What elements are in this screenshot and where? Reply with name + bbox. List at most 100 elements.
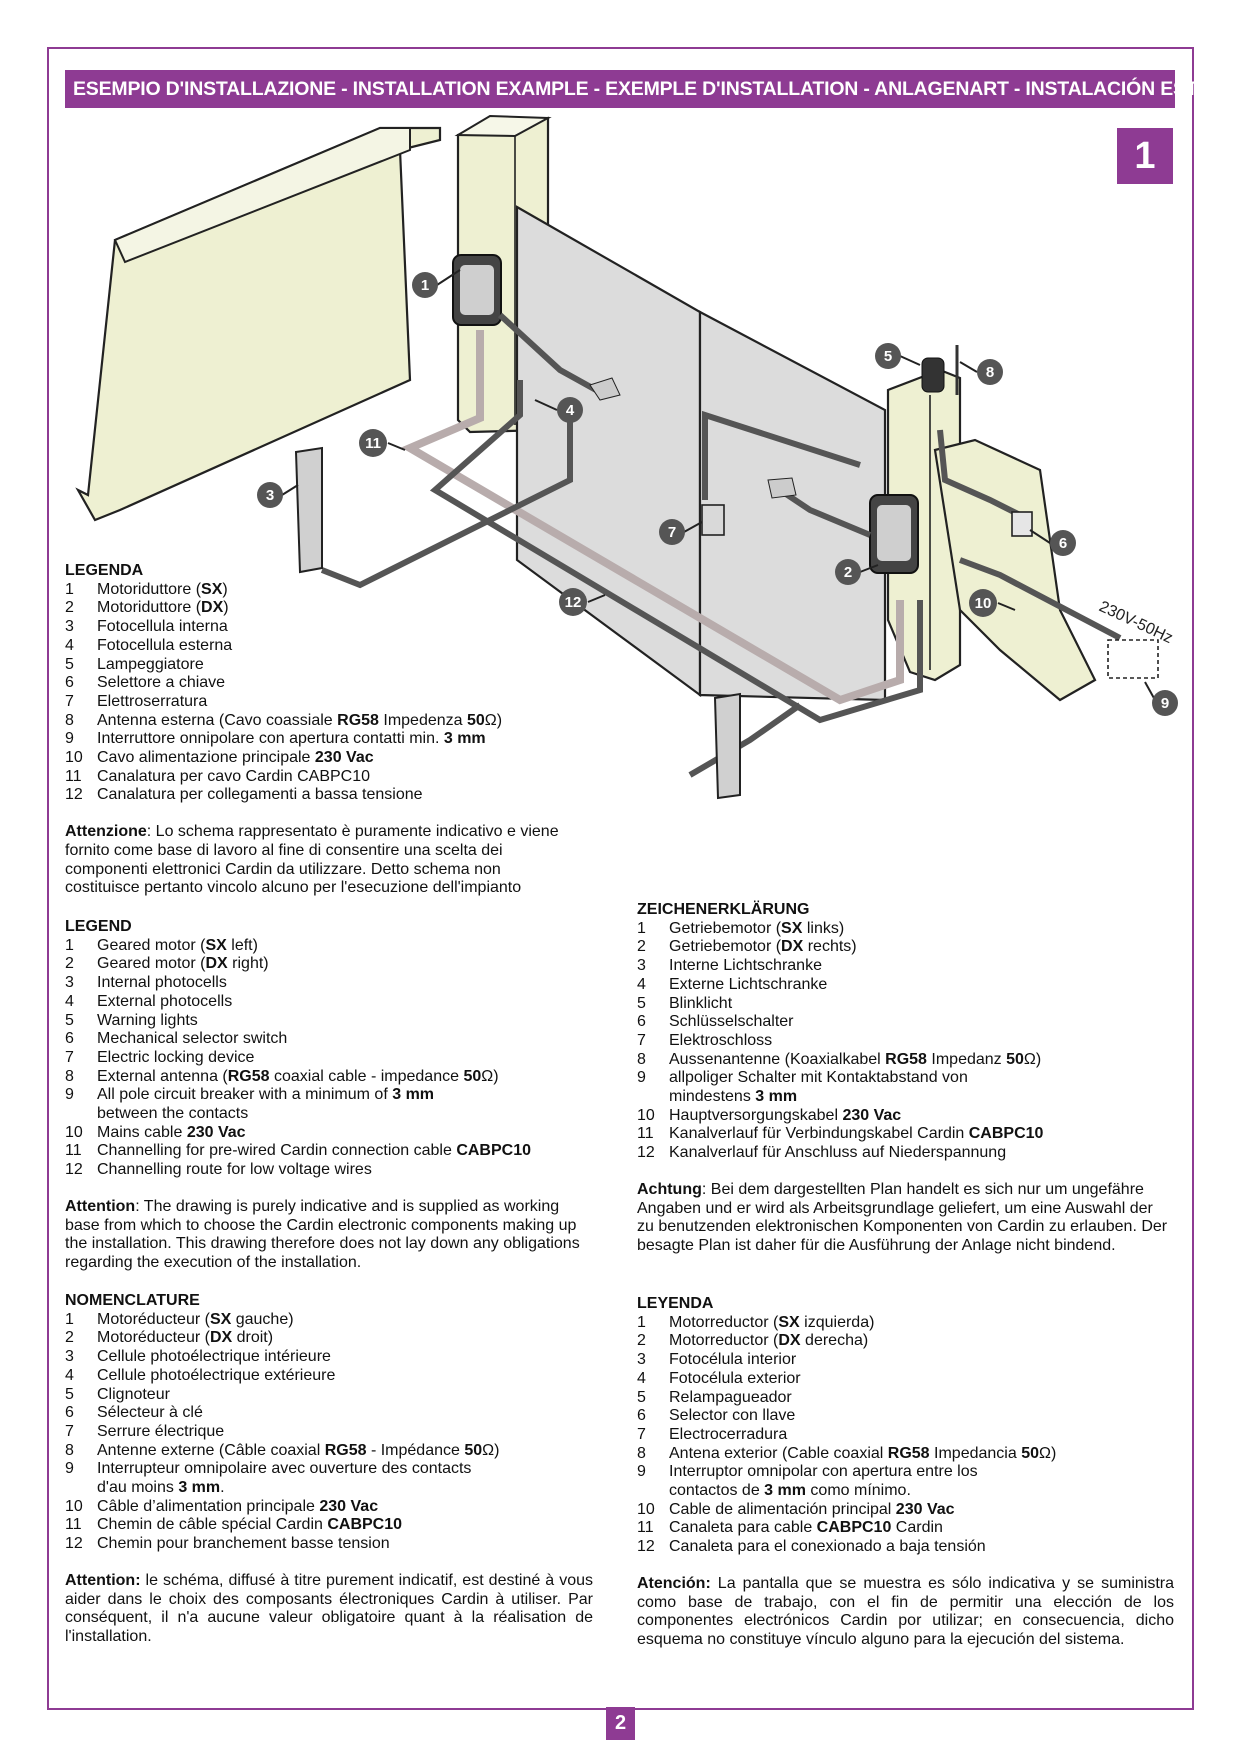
- page-number: 2: [606, 1707, 635, 1740]
- legend-note: Attenzione: Lo schema rappresentato è pu…: [65, 823, 559, 897]
- page-title: ESEMPIO D'INSTALLAZIONE - INSTALLATION E…: [65, 70, 1241, 108]
- svg-text:2: 2: [844, 564, 852, 581]
- legend-note: Attention: le schéma, diffusé à titre pu…: [65, 1571, 593, 1645]
- svg-text:3: 3: [266, 487, 274, 504]
- callout-5: 5: [875, 343, 921, 369]
- right-wall: [933, 438, 1097, 702]
- callout-4: 4: [534, 397, 583, 423]
- callout-12: 12: [559, 588, 606, 616]
- legend-note: Attention: The drawing is purely indicat…: [65, 1197, 580, 1271]
- warning-light-and-antenna: [921, 345, 959, 395]
- right-motor: [767, 477, 919, 574]
- figure-number-badge: 1: [1117, 128, 1173, 184]
- callout-3: 3: [257, 482, 299, 508]
- callout-1: 1: [412, 269, 461, 298]
- callout-9: 9: [1144, 681, 1178, 716]
- callout-8: 8: [959, 359, 1003, 385]
- svg-text:9: 9: [1161, 695, 1169, 712]
- svg-text:7: 7: [668, 524, 676, 541]
- legend-heading: LEYENDA: [637, 1295, 714, 1312]
- left-motor: [452, 254, 621, 401]
- legend-note: Achtung: Bei dem dargestellten Plan hand…: [637, 1180, 1168, 1254]
- legend-heading: ZEICHENERKLÄRUNG: [637, 901, 810, 918]
- callout-6: 6: [1029, 529, 1076, 556]
- svg-text:8: 8: [986, 364, 994, 381]
- svg-text:12: 12: [565, 594, 582, 611]
- key-selector: [1011, 511, 1033, 537]
- switch-box: [1107, 639, 1159, 679]
- svg-text:5: 5: [884, 348, 892, 365]
- callout-10: 10: [969, 589, 1016, 617]
- legend-note: Atención: La pantalla que se muestra es …: [637, 1574, 1174, 1648]
- callout-11: 11: [359, 429, 406, 457]
- svg-text:10: 10: [975, 595, 992, 612]
- photocell-posts: [294, 446, 741, 800]
- legend-heading: NOMENCLATURE: [65, 1292, 200, 1309]
- electric-lock: [701, 504, 725, 536]
- callout-2: 2: [835, 559, 879, 585]
- legend-heading: LEGEND: [65, 918, 132, 935]
- legend-heading: LEGENDA: [65, 562, 144, 579]
- svg-text:11: 11: [365, 435, 381, 452]
- callout-7: 7: [659, 519, 703, 545]
- installation-illustration: 230V-50Hz 1 2 3 4 5 6 7 8 9 10 11 12: [75, 114, 1178, 800]
- svg-text:4: 4: [566, 402, 575, 419]
